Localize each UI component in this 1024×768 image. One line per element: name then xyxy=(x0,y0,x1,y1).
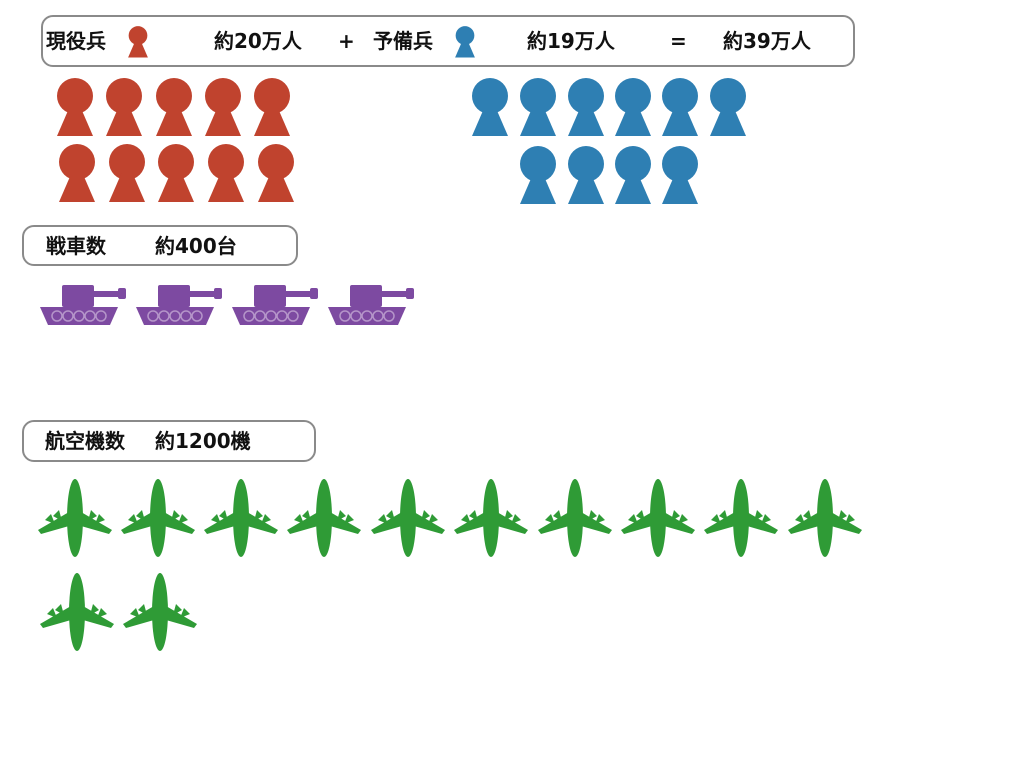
reserve-troops-label: 予備兵 xyxy=(373,29,433,53)
tank-pictogram xyxy=(40,285,414,325)
tank-icon xyxy=(40,285,126,325)
reserve-soldier-icon xyxy=(710,78,746,136)
reserve-soldier-icon xyxy=(568,146,604,204)
plus-sign: + xyxy=(338,29,355,53)
airplane-icon xyxy=(704,479,778,557)
active-soldier-icon xyxy=(208,144,244,202)
reserve-soldier-icon xyxy=(662,146,698,204)
reserve-soldier-icon xyxy=(520,146,556,204)
reserve-soldier-icon xyxy=(568,78,604,136)
airplane-icon xyxy=(204,479,278,557)
troop-pictogram xyxy=(57,78,746,204)
airplane-icon xyxy=(123,573,197,651)
active-soldier-icon xyxy=(205,78,241,136)
tank-icon xyxy=(232,285,318,325)
tank-legend xyxy=(22,225,298,266)
active-troops-value: 約20万人 xyxy=(214,29,302,53)
airplane-icon xyxy=(40,573,114,651)
tank-count-value: 約400台 xyxy=(155,234,237,258)
active-soldier-icon xyxy=(106,78,142,136)
soldier-pawn-icon xyxy=(128,26,148,58)
active-soldier-icon xyxy=(57,78,93,136)
equals-sign: = xyxy=(670,29,687,53)
airplane-icon xyxy=(788,479,862,557)
active-soldier-icon xyxy=(59,144,95,202)
active-soldier-icon xyxy=(258,144,294,202)
active-troops-label: 現役兵 xyxy=(46,29,106,53)
aircraft-count-label: 航空機数 xyxy=(45,429,125,453)
aircraft-legend xyxy=(22,420,316,462)
reserve-soldier-icon xyxy=(615,146,651,204)
airplane-icon xyxy=(371,479,445,557)
active-soldier-icon xyxy=(254,78,290,136)
tank-icon xyxy=(136,285,222,325)
tank-icon xyxy=(328,285,414,325)
reserve-soldier-icon xyxy=(615,78,651,136)
reserve-soldier-icon xyxy=(520,78,556,136)
airplane-icon xyxy=(38,479,112,557)
soldier-pawn-icon xyxy=(455,26,475,58)
active-soldier-icon xyxy=(156,78,192,136)
airplane-icon xyxy=(121,479,195,557)
total-troops-value: 約39万人 xyxy=(723,29,811,53)
aircraft-count-value: 約1200機 xyxy=(155,429,251,453)
active-soldier-icon xyxy=(109,144,145,202)
airplane-icon xyxy=(538,479,612,557)
airplane-icon xyxy=(454,479,528,557)
active-soldier-legend-icon xyxy=(128,26,475,58)
reserve-soldier-icon xyxy=(662,78,698,136)
tank-count-label: 戦車数 xyxy=(46,234,106,258)
reserve-soldier-icon xyxy=(472,78,508,136)
troops-legend xyxy=(41,15,855,67)
airplane-icon xyxy=(287,479,361,557)
airplane-icon xyxy=(621,479,695,557)
active-soldier-icon xyxy=(158,144,194,202)
reserve-troops-value: 約19万人 xyxy=(527,29,615,53)
